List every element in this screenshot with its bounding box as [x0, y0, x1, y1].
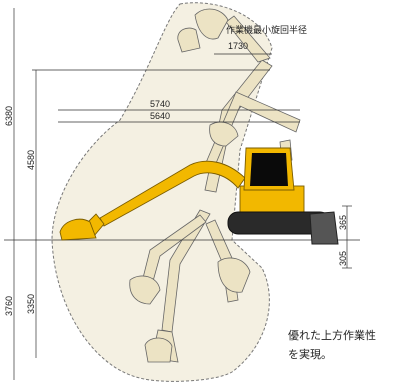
dim-height-upper: 4580: [26, 150, 36, 170]
dim-blade-lower: 305: [338, 251, 348, 266]
dim-max-depth: 3760: [4, 296, 14, 316]
dim-reach-total: 5740: [150, 99, 170, 109]
arm-left-curl: [129, 214, 207, 305]
dim-depth-lower: 3350: [26, 294, 36, 314]
caption: 優れた上方作業性 を実現。: [288, 326, 376, 364]
arm-retracted: [205, 219, 251, 303]
dim-reach-ground: 5640: [150, 111, 170, 121]
dim-max-height: 6380: [4, 106, 14, 126]
dim-blade-raise: 365: [338, 215, 348, 230]
caption-line-1: 優れた上方作業性: [288, 329, 376, 342]
caption-line-2: を実現。: [288, 348, 332, 361]
dim-slew-radius: 1730: [228, 41, 248, 51]
dimension-lines: [13, 8, 352, 380]
arm-upper-reach: [177, 8, 273, 193]
excavator-boom: [59, 160, 246, 241]
slew-radius-label: 作業機最小旋回半径: [226, 24, 307, 36]
excavator-body: [227, 147, 339, 245]
arm-dig-depth: [144, 209, 211, 363]
